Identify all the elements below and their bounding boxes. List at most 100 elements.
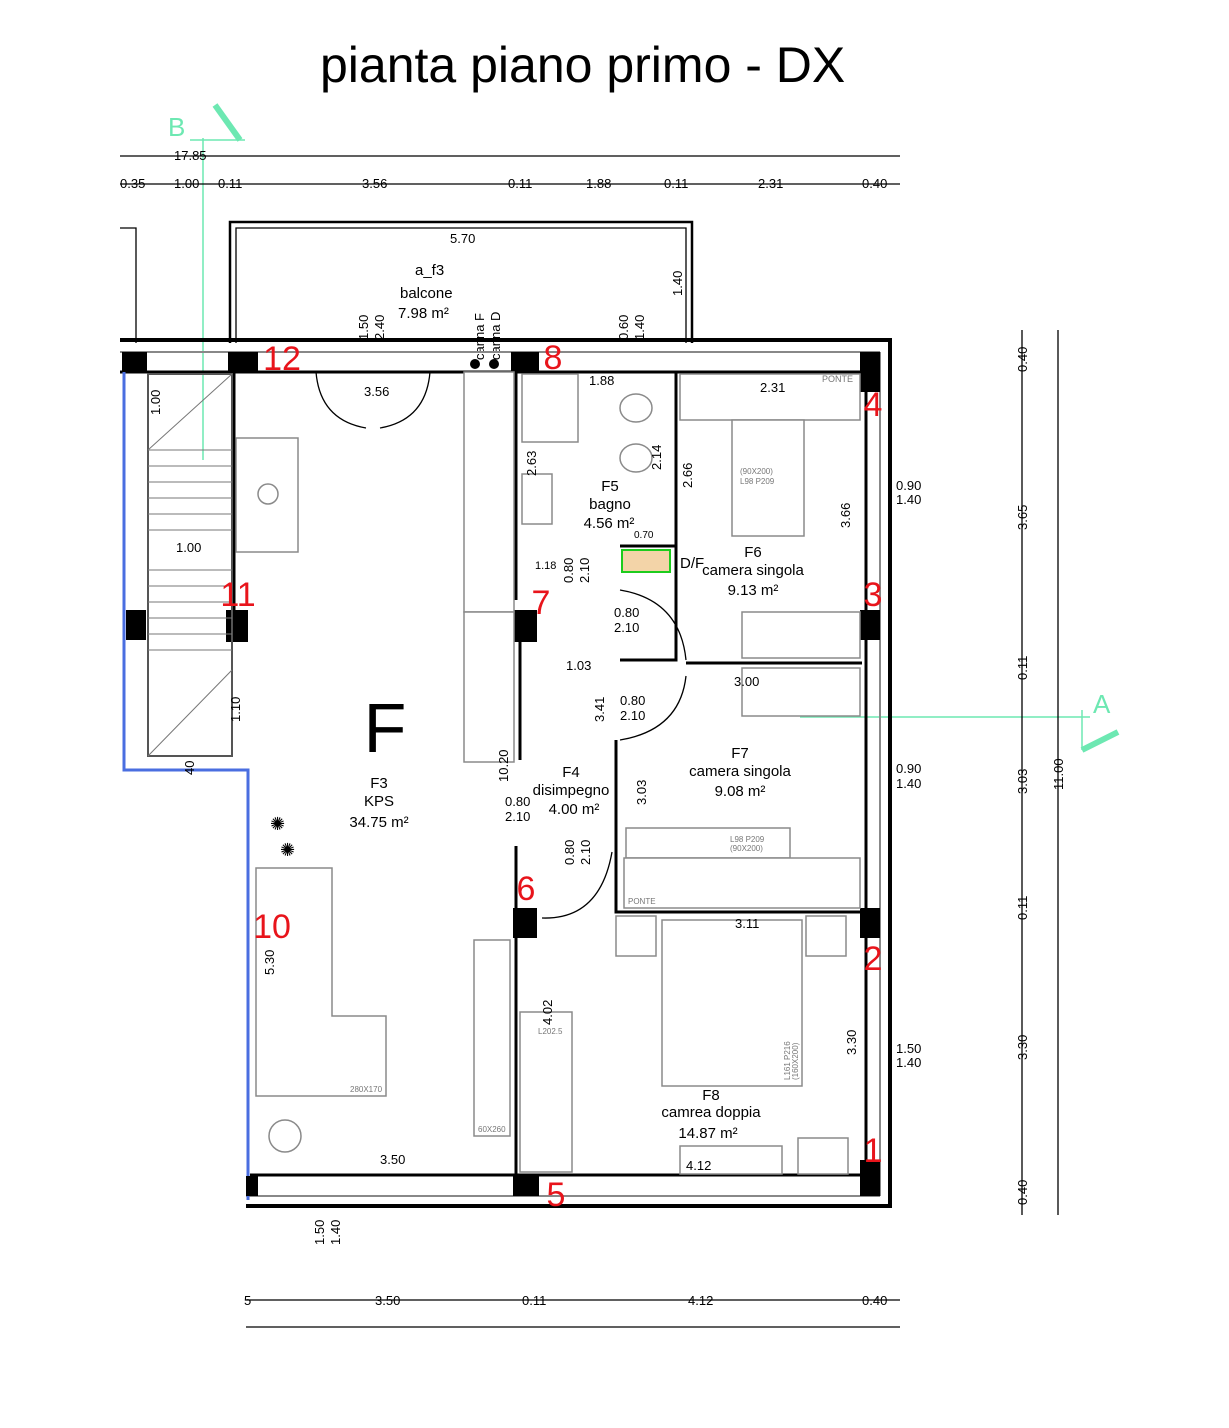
dim-label: 0.40 bbox=[862, 176, 887, 191]
dim-label: 0.11 bbox=[522, 1293, 546, 1308]
boiler-label: D/F bbox=[680, 555, 704, 572]
dim-total-width: 17.85 bbox=[174, 148, 207, 163]
armchair bbox=[268, 1119, 302, 1153]
room-name: camrea doppia bbox=[661, 1104, 761, 1121]
window-width: 0.90 bbox=[896, 478, 921, 493]
dim-label: 5.30 bbox=[262, 950, 277, 975]
bed-f6 bbox=[731, 419, 805, 537]
wardrobe-f6 bbox=[679, 373, 861, 421]
dim-label: 4.12 bbox=[686, 1158, 711, 1173]
room-code: F6 bbox=[744, 544, 762, 561]
pillars bbox=[122, 352, 880, 1196]
dim-label: 3.50 bbox=[375, 1293, 400, 1308]
dim-label: 2.14 bbox=[649, 445, 664, 470]
room-code: F7 bbox=[731, 745, 749, 762]
furniture-label: 280X170 bbox=[350, 1085, 383, 1094]
window-height: 1.40 bbox=[896, 492, 921, 507]
balcony: 5.70 1.40 a_f3 balcone 7.98 m² canna F c… bbox=[120, 220, 694, 369]
pillar-number: 3 bbox=[864, 576, 883, 614]
dim-label: 0.11 bbox=[664, 176, 688, 191]
dim-total-height: 11.00 bbox=[1051, 758, 1066, 790]
window-width: 0.60 bbox=[616, 315, 631, 340]
furniture-label: L161 P216 bbox=[783, 1041, 792, 1080]
wardrobe-f7 bbox=[623, 857, 861, 909]
washbasin bbox=[521, 473, 553, 525]
pillar-number: 12 bbox=[263, 340, 301, 378]
door-width: 0.80 bbox=[620, 693, 645, 708]
dim-label: 1.00 bbox=[148, 390, 163, 415]
bed-f7 bbox=[625, 827, 791, 859]
plan-title: pianta piano primo - DX bbox=[320, 37, 845, 93]
sofa bbox=[255, 867, 387, 1097]
door-width: 0.80 bbox=[614, 605, 639, 620]
door-width: 0.80 bbox=[562, 840, 577, 865]
doors: 0.80 2.10 0.80 2.10 0.80 2.10 0.80 2.10 … bbox=[315, 371, 687, 919]
dim-label: 1.88 bbox=[586, 176, 611, 191]
furniture-label: 60X260 bbox=[478, 1125, 506, 1134]
door-height: 2.10 bbox=[614, 620, 639, 635]
room-code: F8 bbox=[702, 1087, 720, 1104]
plant-icon: ✺ bbox=[270, 814, 285, 834]
dim-label: 2.63 bbox=[524, 451, 539, 476]
pillar-number: 7 bbox=[532, 584, 551, 622]
room-area: 4.56 m² bbox=[584, 515, 635, 532]
kitchen-counter bbox=[463, 371, 515, 613]
room-code: F3 bbox=[370, 775, 388, 792]
room-area: 34.75 m² bbox=[349, 814, 408, 831]
dim-label: 2.31 bbox=[758, 176, 783, 191]
door-height: 2.10 bbox=[578, 840, 593, 865]
bed-f8 bbox=[661, 919, 803, 1087]
staircase: 1.00 1.00 1.10 40 bbox=[147, 373, 243, 775]
furniture-label: (160X200) bbox=[791, 1042, 800, 1080]
boiler bbox=[621, 549, 671, 573]
wardrobe-f8 bbox=[519, 1011, 573, 1173]
dim-label: 2.66 bbox=[680, 463, 695, 488]
dim-label: 1.18 bbox=[535, 560, 556, 572]
dim-label: 1.00 bbox=[174, 176, 199, 191]
room-area: 4.00 m² bbox=[549, 801, 600, 818]
dim-label: 0.11 bbox=[1015, 896, 1030, 920]
unit-letter: F bbox=[364, 689, 407, 767]
pillar-number: 4 bbox=[864, 386, 883, 424]
room-area: 9.08 m² bbox=[715, 783, 766, 800]
dim-label: 3.41 bbox=[592, 697, 607, 722]
door-height: 2.10 bbox=[505, 809, 530, 824]
door-height: 2.10 bbox=[577, 558, 592, 583]
pillar-number: 1 bbox=[864, 1132, 883, 1170]
dim-label: 3.30 bbox=[844, 1030, 859, 1055]
wardrobe-f3 bbox=[473, 939, 511, 1137]
pillar-number: 11 bbox=[220, 576, 255, 614]
room-name: camera singola bbox=[689, 763, 791, 780]
dim-label: 4.12 bbox=[688, 1293, 713, 1308]
room-area: 14.87 m² bbox=[678, 1125, 737, 1142]
furniture-label: PONTE bbox=[822, 374, 853, 384]
pillar-number: 8 bbox=[544, 339, 563, 377]
window-height: 1.40 bbox=[896, 1055, 921, 1070]
furniture-label: (90X200) bbox=[740, 467, 773, 476]
dim-label: 3.03 bbox=[634, 780, 649, 805]
flue-f-icon bbox=[470, 359, 480, 369]
toilet bbox=[619, 443, 653, 473]
dim-label: 2.31 bbox=[760, 380, 785, 395]
balcony-code: a_f3 bbox=[415, 262, 444, 279]
dim-label: 3.30 bbox=[1015, 1035, 1030, 1060]
dim-label: 1.03 bbox=[566, 658, 591, 673]
dim-label: 10.20 bbox=[496, 749, 511, 782]
desk-f7 bbox=[741, 667, 861, 717]
door-width: 0.80 bbox=[561, 558, 576, 583]
dim-label: 5 bbox=[244, 1293, 251, 1308]
dim-label: 3.65 bbox=[1015, 505, 1030, 530]
shower bbox=[521, 373, 579, 443]
right-dimensions: 0.40 3.65 0.11 3.03 0.11 3.30 0.40 11.00 bbox=[1015, 330, 1066, 1215]
bottom-dimensions: 5 3.50 0.11 4.12 0.40 bbox=[244, 1293, 900, 1328]
section-marker-b: B bbox=[168, 112, 185, 142]
flue-d-icon bbox=[489, 359, 499, 369]
dim-label: 4.02 bbox=[540, 1000, 555, 1025]
dim-label: 0.11 bbox=[1015, 656, 1030, 680]
dim-label: 3.56 bbox=[364, 384, 389, 399]
inner-dimensions: 3.56 1.88 2.14 2.66 2.63 0.70 1.18 3.66 … bbox=[262, 373, 859, 1173]
window-width: 1.50 bbox=[312, 1220, 327, 1245]
room-name: disimpegno bbox=[533, 782, 610, 799]
room-code: F4 bbox=[562, 764, 580, 781]
